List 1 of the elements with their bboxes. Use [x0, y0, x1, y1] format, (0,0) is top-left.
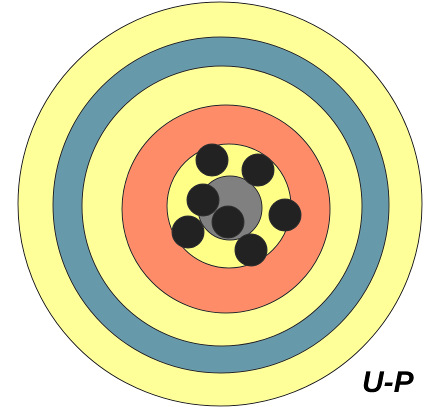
title-text: U-P	[362, 366, 414, 400]
